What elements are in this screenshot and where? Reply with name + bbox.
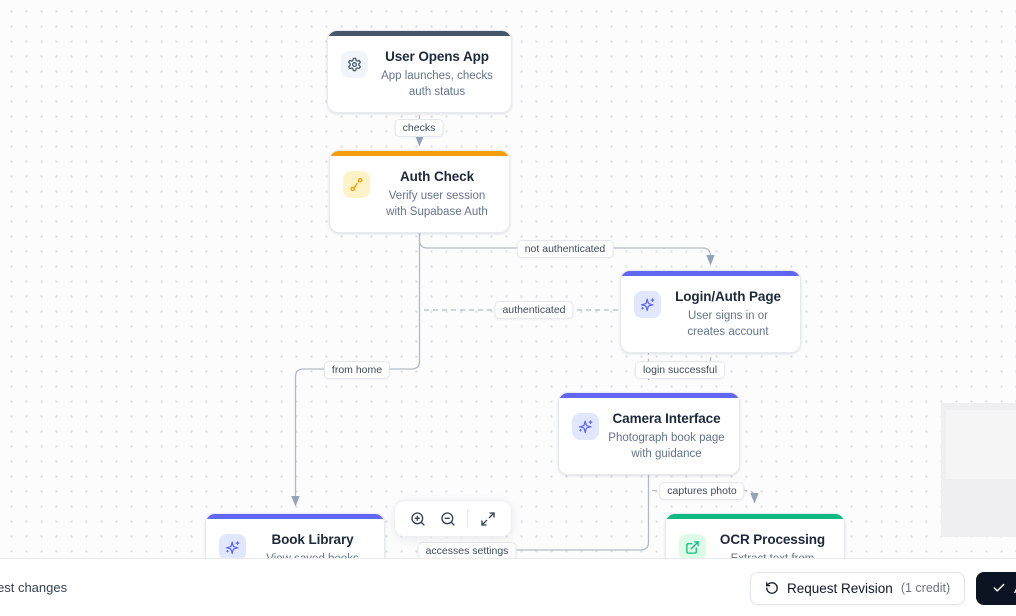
edge-label-login-successful: login successful bbox=[634, 361, 726, 379]
edge-authenticated bbox=[424, 309, 653, 381]
request-revision-credit: (1 credit) bbox=[900, 581, 951, 595]
sparkles-icon bbox=[572, 413, 599, 440]
node-login-auth-page[interactable]: Login/Auth Page User signs in or creates… bbox=[620, 270, 801, 353]
check-icon bbox=[993, 583, 1005, 592]
footer-actions: Request Revision (1 credit) App bbox=[750, 559, 1016, 616]
external-link-icon bbox=[679, 534, 706, 561]
gear-icon bbox=[341, 51, 368, 78]
controls-divider bbox=[467, 509, 469, 528]
route-icon bbox=[343, 171, 370, 198]
edge-label-captures-photo: captures photo bbox=[659, 482, 745, 500]
node-accent-bar bbox=[559, 393, 739, 398]
approve-label: App bbox=[1014, 581, 1016, 596]
zoom-out-button[interactable] bbox=[435, 505, 461, 533]
flow-minimap[interactable] bbox=[941, 403, 1016, 537]
node-accent-bar bbox=[330, 151, 509, 156]
review-footer: est changes Request Revision (1 credit) … bbox=[0, 558, 1016, 616]
zoom-out-icon bbox=[440, 511, 455, 526]
edge-label-from-home: from home bbox=[323, 361, 391, 379]
node-camera-interface[interactable]: Camera Interface Photograph book page wi… bbox=[558, 392, 740, 475]
maximize-icon bbox=[481, 511, 495, 526]
node-description: Verify user session with Supabase Auth bbox=[386, 190, 488, 218]
node-description: App launches, checks auth status bbox=[381, 70, 493, 98]
node-title: Camera Interface bbox=[612, 411, 721, 426]
zoom-in-icon bbox=[411, 511, 425, 526]
node-user-opens-app[interactable]: User Opens App App launches, checks auth… bbox=[327, 30, 512, 113]
node-accent-bar bbox=[206, 514, 384, 519]
node-accent-bar bbox=[621, 271, 800, 276]
minimap-viewport bbox=[946, 410, 1016, 479]
footer-status-text: est changes bbox=[0, 580, 68, 595]
request-revision-label: Request Revision bbox=[787, 580, 893, 596]
sparkles-icon bbox=[634, 291, 661, 318]
node-auth-check[interactable]: Auth Check Verify user session with Supa… bbox=[329, 150, 510, 233]
rotate-ccw-icon bbox=[766, 582, 778, 594]
edge-label-not-authenticated: not authenticated bbox=[516, 240, 614, 258]
node-description: User signs in or creates account bbox=[687, 310, 769, 338]
node-title: Login/Auth Page bbox=[675, 289, 781, 304]
fit-view-button[interactable] bbox=[475, 505, 501, 533]
request-revision-button[interactable]: Request Revision (1 credit) bbox=[750, 571, 966, 605]
node-title: Book Library bbox=[271, 532, 354, 547]
node-accent-bar bbox=[328, 31, 511, 36]
edge-label-checks: checks bbox=[394, 119, 444, 137]
node-accent-bar bbox=[666, 514, 844, 519]
node-title: OCR Processing bbox=[719, 532, 826, 547]
edge-label-authenticated: authenticated bbox=[494, 301, 574, 319]
node-title: User Opens App bbox=[385, 49, 489, 64]
approve-button[interactable]: App bbox=[976, 571, 1016, 605]
node-title: Auth Check bbox=[399, 169, 474, 184]
canvas-zoom-controls bbox=[394, 500, 512, 537]
node-description: Photograph book page with guidance bbox=[608, 432, 725, 460]
sparkles-icon bbox=[219, 534, 246, 561]
zoom-in-button[interactable] bbox=[405, 505, 431, 533]
